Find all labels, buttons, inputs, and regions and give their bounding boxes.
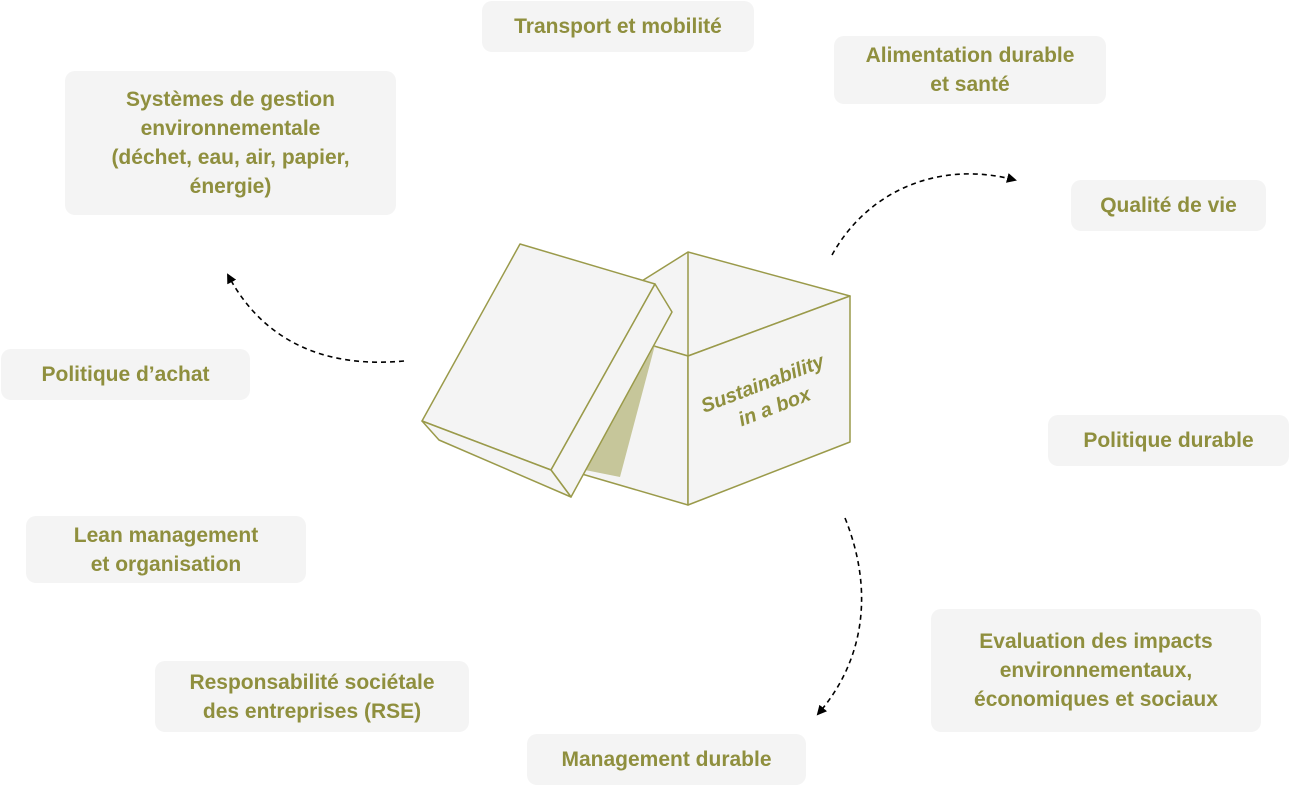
topic-rse: Responsabilité sociétale des entreprises… [155,661,469,732]
arrow-to-systemes [227,273,405,363]
sustainability-box [421,243,851,506]
topic-politique-durable: Politique durable [1048,415,1289,466]
arrow-to-management [816,517,863,716]
box-lid-edge [421,420,572,498]
arrow-to-qualite [831,173,1017,256]
topic-alimentation: Alimentation durable et santé [834,36,1106,104]
topic-systemes-de-gestion: Systèmes de gestion environnementale (dé… [65,71,396,215]
topic-evaluation-impacts: Evaluation des impacts environnementaux,… [931,609,1261,732]
topic-lean-management: Lean management et organisation [26,516,306,583]
topic-qualite-de-vie: Qualité de vie [1071,180,1266,231]
topic-management-durable: Management durable [527,734,806,785]
lid-shadow [585,345,655,477]
topic-transport: Transport et mobilité [482,1,754,52]
box-front-face [687,295,851,506]
topic-politique-achat: Politique d’achat [1,349,250,400]
